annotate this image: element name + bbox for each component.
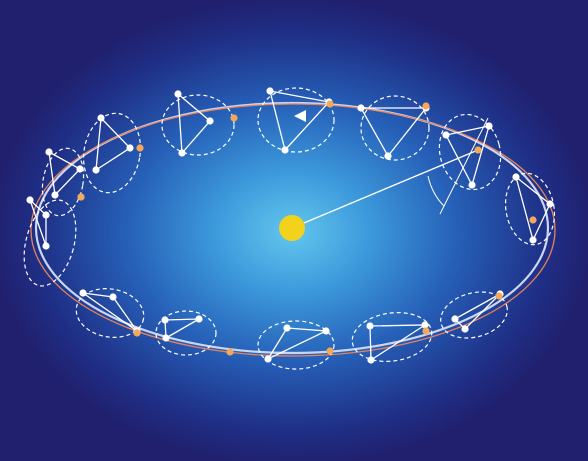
white-marker-dot <box>485 122 493 130</box>
white-marker-dot <box>451 315 459 323</box>
triangle-lines <box>266 327 329 361</box>
rotation-frames <box>23 87 556 370</box>
triangle-lines <box>514 175 551 242</box>
dashed-frame-circle <box>360 95 430 161</box>
white-marker-dot <box>26 196 34 204</box>
white-marker-dot <box>283 324 291 332</box>
rotation-frame <box>438 113 502 191</box>
white-marker-dot <box>76 165 84 173</box>
white-marker-dot <box>512 173 520 181</box>
triangle-lines <box>164 318 200 340</box>
white-marker-dot <box>126 144 134 152</box>
white-marker-dot <box>92 166 100 174</box>
white-marker-dot <box>264 355 272 363</box>
rotation-frame <box>504 172 556 246</box>
orange-marker-dot <box>422 102 430 110</box>
dashed-frame-circle <box>75 288 145 338</box>
angle-arc <box>427 175 445 207</box>
white-marker-dot <box>384 152 392 160</box>
white-marker-dot <box>178 149 186 157</box>
white-marker-dot <box>174 90 182 98</box>
motion-arrowhead-icon <box>294 110 306 122</box>
orange-marker-dot <box>226 348 234 356</box>
sun-icon <box>279 215 305 241</box>
orange-marker-dot <box>326 347 334 355</box>
orange-marker-dot <box>326 100 334 108</box>
white-marker-dot <box>266 87 274 95</box>
triangle-lines <box>445 125 490 187</box>
dashed-frame-circle <box>41 147 85 217</box>
dashed-frame-circle <box>351 311 433 363</box>
dashed-frame-circle <box>23 199 77 287</box>
dashed-frame-circle <box>82 112 142 194</box>
dashed-frame-circle <box>257 87 335 153</box>
rotation-frame <box>357 95 430 161</box>
orange-marker-dot <box>474 146 482 154</box>
white-marker-dot <box>51 191 59 199</box>
white-marker-dot <box>161 316 169 324</box>
sun-radius-line <box>291 149 479 229</box>
rotation-frame <box>257 320 335 370</box>
orange-marker-dot <box>495 292 503 300</box>
white-marker-dot <box>42 242 50 250</box>
rotation-frame <box>41 147 85 217</box>
rotation-frame <box>257 87 335 154</box>
white-marker-dot <box>281 146 289 154</box>
tilt-axis-line <box>439 117 489 215</box>
white-marker-dot <box>206 117 214 125</box>
white-marker-dot <box>546 200 554 208</box>
rotation-frame <box>82 112 144 194</box>
white-marker-dot <box>79 289 87 297</box>
triangle-lines <box>82 292 138 332</box>
orange-marker-dot <box>133 329 141 337</box>
secondary-orbit-path <box>30 103 556 357</box>
white-marker-dot <box>421 321 429 329</box>
rotation-frame <box>155 310 234 356</box>
white-marker-dot <box>42 211 50 219</box>
triangle-lines <box>177 92 211 155</box>
white-marker-dot <box>195 315 203 323</box>
white-marker-dot <box>461 325 469 333</box>
orange-marker-dot <box>136 144 144 152</box>
white-marker-dot <box>468 181 476 189</box>
white-marker-dot <box>442 131 450 139</box>
orange-marker-dot <box>77 193 85 201</box>
triangle-lines <box>359 107 428 158</box>
white-marker-dot <box>162 334 170 342</box>
triangle-lines <box>453 293 501 330</box>
white-marker-dot <box>45 148 53 156</box>
white-marker-dot <box>322 327 330 335</box>
white-marker-dot <box>367 356 375 364</box>
triangle-lines <box>269 90 331 152</box>
triangle-lines <box>48 150 82 197</box>
dashed-frame-circle <box>504 172 556 246</box>
rotation-frame <box>440 290 508 339</box>
dashed-frame-circle <box>440 291 508 339</box>
triangle-lines <box>369 324 428 362</box>
orange-marker-dot <box>422 327 430 335</box>
white-marker-dot <box>97 114 105 122</box>
dashed-frame-circle <box>438 113 502 191</box>
orange-marker-dot <box>230 114 238 122</box>
rotation-frame <box>161 90 238 157</box>
white-marker-dot <box>109 293 117 301</box>
dashed-frame-circle <box>155 310 217 356</box>
white-marker-dot <box>357 104 365 112</box>
white-marker-dot <box>529 236 537 244</box>
white-marker-dot <box>366 322 374 330</box>
dashed-frame-circle <box>161 94 235 156</box>
triangle-lines <box>95 116 132 172</box>
orbit-path <box>34 101 550 355</box>
dashed-frame-circle <box>257 320 335 370</box>
rotation-frame <box>351 311 433 364</box>
triangle-lines <box>29 199 47 247</box>
rotation-frame <box>75 288 145 338</box>
orange-marker-dot <box>529 216 537 224</box>
